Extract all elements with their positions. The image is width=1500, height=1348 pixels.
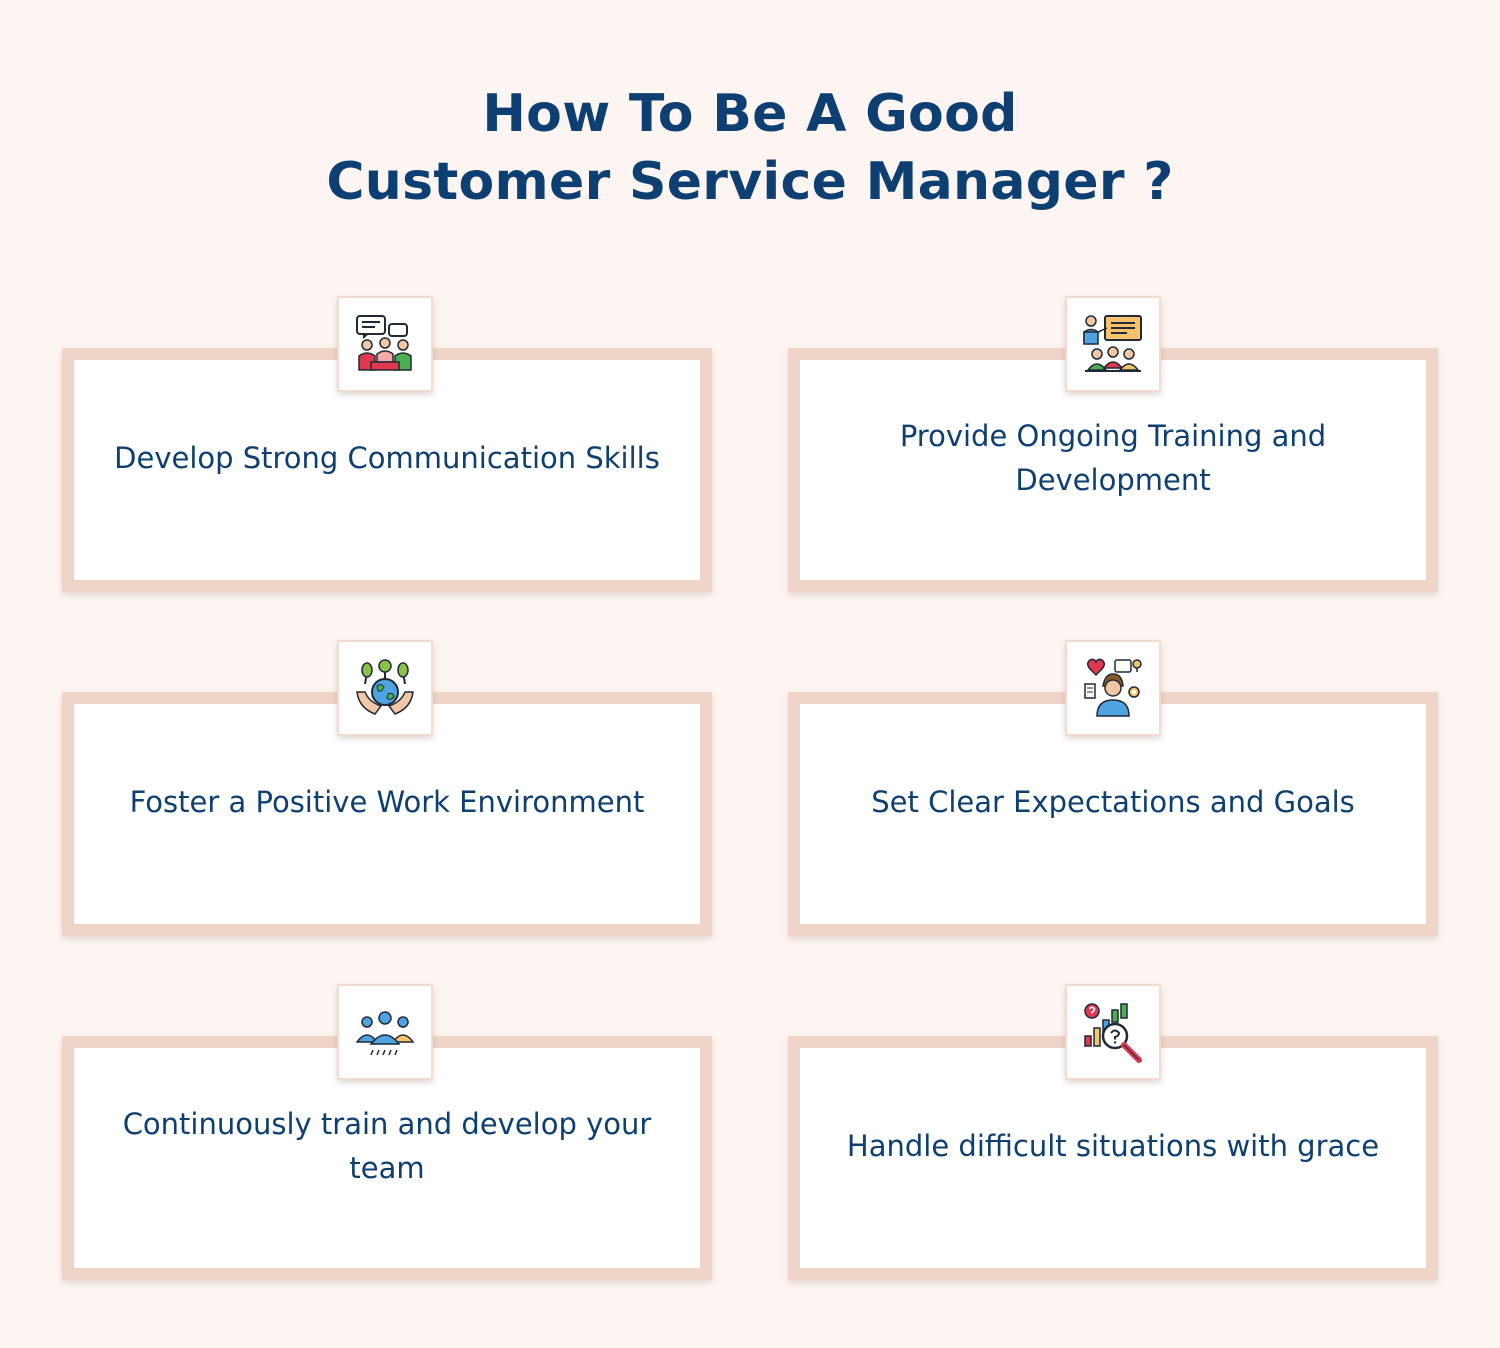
page-title-line-1: How To Be A Good [482, 84, 1018, 144]
team-group-icon [355, 1011, 415, 1056]
page-title-line-2: Customer Service Manager ? [326, 152, 1174, 212]
person-ideas-goals-icon [1084, 658, 1142, 717]
card-text: Provide Ongoing Training and Development [899, 419, 1327, 497]
hands-globe-plants-icon [356, 659, 414, 715]
card-text: Continuously train and develop your team [122, 1107, 652, 1185]
icon-box-expectations [1065, 640, 1161, 736]
communication-meeting-icon [356, 315, 412, 371]
page-title: How To Be A Good Customer Service Manage… [0, 80, 1500, 216]
card-text: Develop Strong Communication Skills [114, 441, 660, 475]
icon-box-environment [337, 640, 433, 736]
analysis-magnifier-icon [1084, 1003, 1142, 1063]
card-text: Foster a Positive Work Environment [129, 785, 645, 819]
icon-box-team [337, 984, 433, 1080]
card-training-development: Provide Ongoing Training and Development [788, 348, 1438, 592]
card-train-team: Continuously train and develop your team [62, 1036, 712, 1280]
icon-box-communication [337, 296, 433, 392]
card-text: Set Clear Expectations and Goals [871, 785, 1355, 819]
icon-box-situations [1065, 984, 1161, 1080]
presentation-training-icon [1083, 315, 1142, 372]
icon-box-training [1065, 296, 1161, 392]
card-text: Handle difficult situations with grace [846, 1129, 1380, 1163]
